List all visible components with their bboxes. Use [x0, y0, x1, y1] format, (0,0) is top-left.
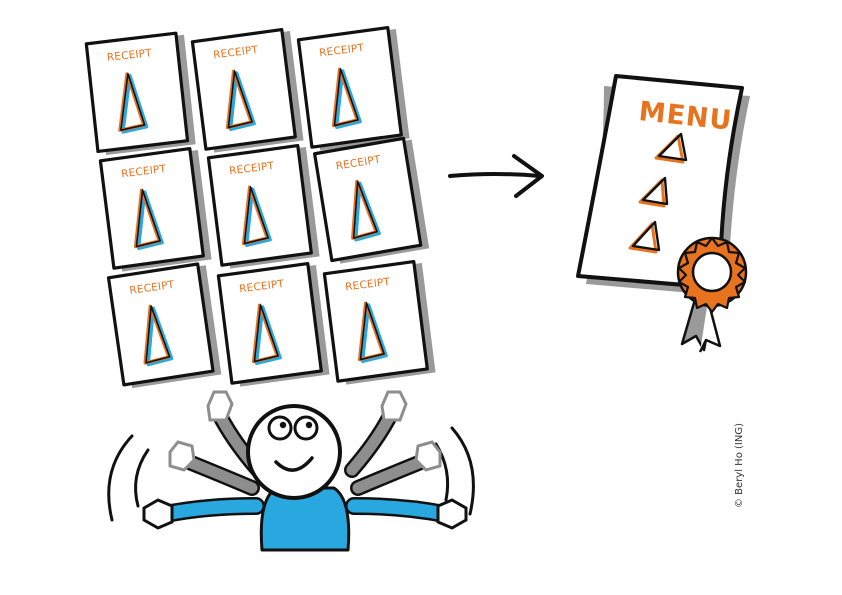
receipt-card: RECEIPT	[84, 30, 198, 158]
receipt-label: RECEIPT	[345, 276, 392, 293]
receipt-label: RECEIPT	[229, 160, 276, 177]
menu-item-icon	[628, 220, 661, 254]
receipt-grid: RECEIPT RECEIPT RECEIPT RECEIPT RECEIPT …	[84, 25, 438, 391]
receipt-card: RECEIPT	[312, 135, 432, 267]
credit-text: © Beryl Ho (ING)	[734, 423, 745, 508]
receipt-card: RECEIPT	[216, 261, 332, 390]
menu-item-icon	[638, 176, 669, 208]
award-rosette-icon	[676, 236, 748, 353]
receipt-card: RECEIPT	[206, 143, 322, 272]
receipt-card: RECEIPT	[106, 261, 224, 391]
arrow-right-icon	[448, 154, 544, 198]
receipt-label: RECEIPT	[239, 278, 286, 295]
multi-armed-person-icon	[107, 390, 475, 552]
receipt-label: RECEIPT	[121, 163, 168, 180]
receipt-card: RECEIPT	[190, 27, 306, 156]
receipt-label: RECEIPT	[106, 47, 153, 64]
receipt-card: RECEIPT	[296, 25, 412, 154]
receipt-card: RECEIPT	[322, 259, 438, 388]
receipt-label: RECEIPT	[319, 42, 366, 59]
menu-item-icon	[654, 132, 688, 164]
receipt-card: RECEIPT	[98, 146, 214, 275]
receipt-label: RECEIPT	[213, 44, 260, 61]
